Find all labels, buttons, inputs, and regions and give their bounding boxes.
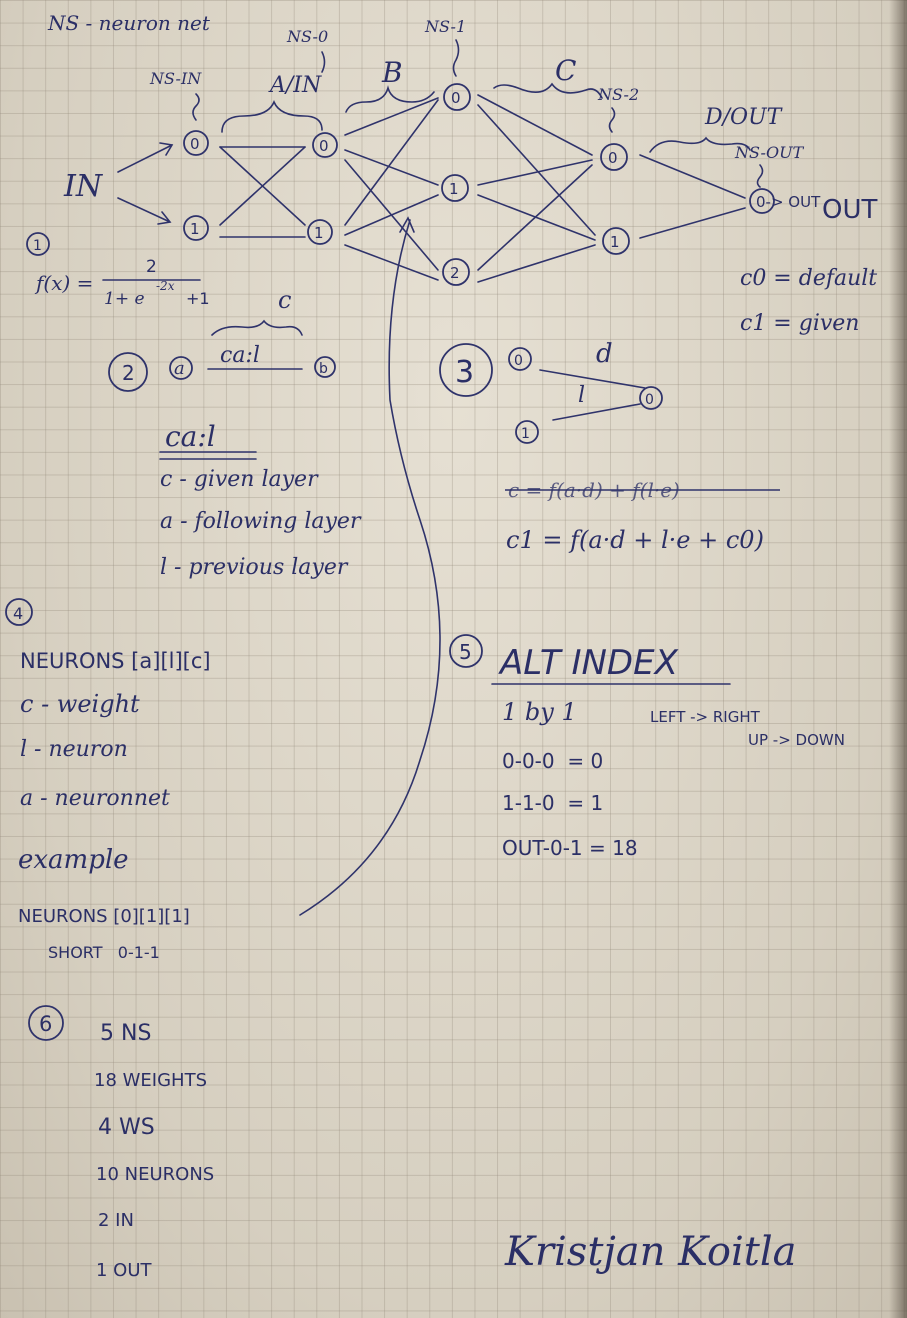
section-5-line: UP -> DOWN	[748, 731, 845, 749]
c-label: c	[278, 286, 291, 314]
legend-title: ca:l	[165, 420, 216, 453]
page-edge-shadow	[889, 0, 907, 1318]
section-marker	[26, 232, 50, 256]
section-marker	[5, 598, 33, 626]
weight-set-a-label: A/IN	[268, 73, 322, 98]
layer-tag-ns-out: NS-OUT	[734, 143, 805, 162]
section-4-line: c - weight	[20, 690, 140, 718]
node-right: 0	[645, 392, 654, 408]
node-label: 1	[449, 180, 459, 198]
section-4-line: a - neuronnet	[20, 786, 170, 811]
node-in-0	[183, 130, 209, 156]
node-top: 0	[514, 353, 523, 369]
legend-item: l - previous layer	[160, 555, 349, 580]
layer-tag-ns-1: NS-1	[424, 17, 466, 36]
section-marker-label: 5	[459, 640, 472, 664]
node-ns1-1	[441, 174, 469, 202]
page-title: NS - neuron net	[47, 11, 211, 35]
node-label: 1	[314, 224, 324, 242]
weight-set-b-label: B	[381, 56, 403, 89]
node-label: 0	[451, 89, 461, 107]
notation-example: ca:l	[220, 343, 260, 368]
node-b: b	[319, 361, 328, 377]
input-label: IN	[63, 169, 104, 204]
node-label: 0	[319, 137, 329, 155]
section-marker	[439, 343, 493, 397]
node-ns0-0	[312, 132, 338, 158]
section-5-line: 1-1-0 = 1	[502, 791, 603, 815]
section-5-line: OUT-0-1 = 18	[502, 836, 638, 860]
section-6-summary: 6 5 NS 18 WEIGHTS 4 WS 10 NEURONS 2 IN 1…	[28, 1005, 214, 1281]
section-marker-label: 4	[13, 604, 23, 623]
formula-denominator: 1+ e	[104, 289, 145, 309]
section-4-line: NEURONS [0][1][1]	[18, 906, 190, 927]
node-label: 0	[190, 135, 200, 153]
section-4-line: NEURONS [a][l][c]	[20, 649, 211, 673]
summary-line: 18 WEIGHTS	[94, 1070, 207, 1091]
layer-tag-ns-0: NS-0	[286, 27, 328, 46]
section-1-activation: 1 f(x) = 2 1+ e -2x +1	[26, 232, 210, 309]
summary-line: 5 NS	[100, 1021, 151, 1046]
section-4-line: l - neuron	[20, 737, 128, 762]
section-marker-label: 6	[39, 1012, 52, 1036]
note-c0: c0 = default	[740, 266, 877, 291]
summary-line: 4 WS	[98, 1115, 155, 1140]
section-5-alt-index: 5 ALT INDEX 1 by 1 LEFT -> RIGHT UP -> D…	[449, 634, 845, 860]
node-label: 0	[608, 149, 618, 167]
summary-line: 1 OUT	[96, 1260, 153, 1281]
weight-bottom: l	[578, 383, 585, 408]
section-marker-label: 1	[33, 238, 42, 254]
weight-set-c-label: C	[555, 54, 576, 87]
formula: c1 = f(a·d + l·e + c0)	[506, 526, 764, 554]
weight-set-d-label: D/OUT	[704, 105, 784, 130]
formula-exponent: -2x	[156, 279, 175, 293]
node-in-1	[183, 215, 209, 241]
node-ns1-0	[443, 83, 471, 111]
section-3-computation: 3 0 1 0 d l c = f(a·d) + f(l·e) c1 = f(a…	[439, 266, 877, 554]
alt-index-heading: ALT INDEX	[498, 643, 679, 683]
section-marker	[449, 634, 483, 668]
node-ns1-2	[442, 258, 470, 286]
section-4-line: SHORT 0-1-1	[48, 943, 160, 962]
signature: Kristjan Koitla	[504, 1229, 797, 1275]
layer-tag-ns-2: NS-2	[597, 85, 639, 104]
node-bottom: 1	[521, 426, 530, 442]
legend-item: a - following layer	[160, 509, 362, 534]
node-ns0-1	[307, 219, 333, 245]
formula-lhs: f(x) =	[34, 271, 93, 295]
formula-numerator: 2	[146, 257, 157, 277]
node-a: a	[174, 358, 185, 379]
summary-line: 2 IN	[98, 1210, 134, 1231]
connector-curve	[299, 219, 441, 916]
node-label: 2	[450, 264, 460, 282]
section-2-notation: 2 a c ca:l b ca:l c - given layer a - fo…	[108, 286, 362, 580]
section-marker-label: 3	[455, 355, 474, 390]
section-4-indexing: 4 NEURONS [a][l][c] c - weight l - neuro…	[5, 598, 211, 962]
node-label: 1	[610, 233, 620, 251]
node-ns2-1	[602, 227, 630, 255]
note-c1: c1 = given	[740, 311, 859, 336]
output-node-label: 0-> OUT	[756, 193, 821, 211]
section-5-line: LEFT -> RIGHT	[650, 708, 761, 726]
section-marker	[28, 1005, 64, 1041]
weight-top: d	[596, 339, 613, 369]
layer-tag-ns-in: NS-IN	[149, 69, 202, 88]
network-diagram: 0 1 0 1 0 1 2 0 1 0-> OUT IN OUT NS-IN N…	[63, 17, 877, 286]
section-marker	[108, 352, 148, 392]
node-ns2-0	[600, 143, 628, 171]
output-label: OUT	[822, 195, 877, 225]
summary-line: 10 NEURONS	[96, 1164, 214, 1185]
node-label: 1	[190, 220, 200, 238]
node-out-0	[749, 188, 775, 214]
section-4-example: example	[18, 845, 129, 875]
section-marker-label: 2	[122, 361, 135, 385]
legend-item: c - given layer	[160, 467, 319, 492]
section-5-line: 1 by 1	[502, 698, 577, 726]
formula-tail: +1	[186, 289, 210, 308]
section-5-line: 0-0-0 = 0	[502, 749, 603, 773]
